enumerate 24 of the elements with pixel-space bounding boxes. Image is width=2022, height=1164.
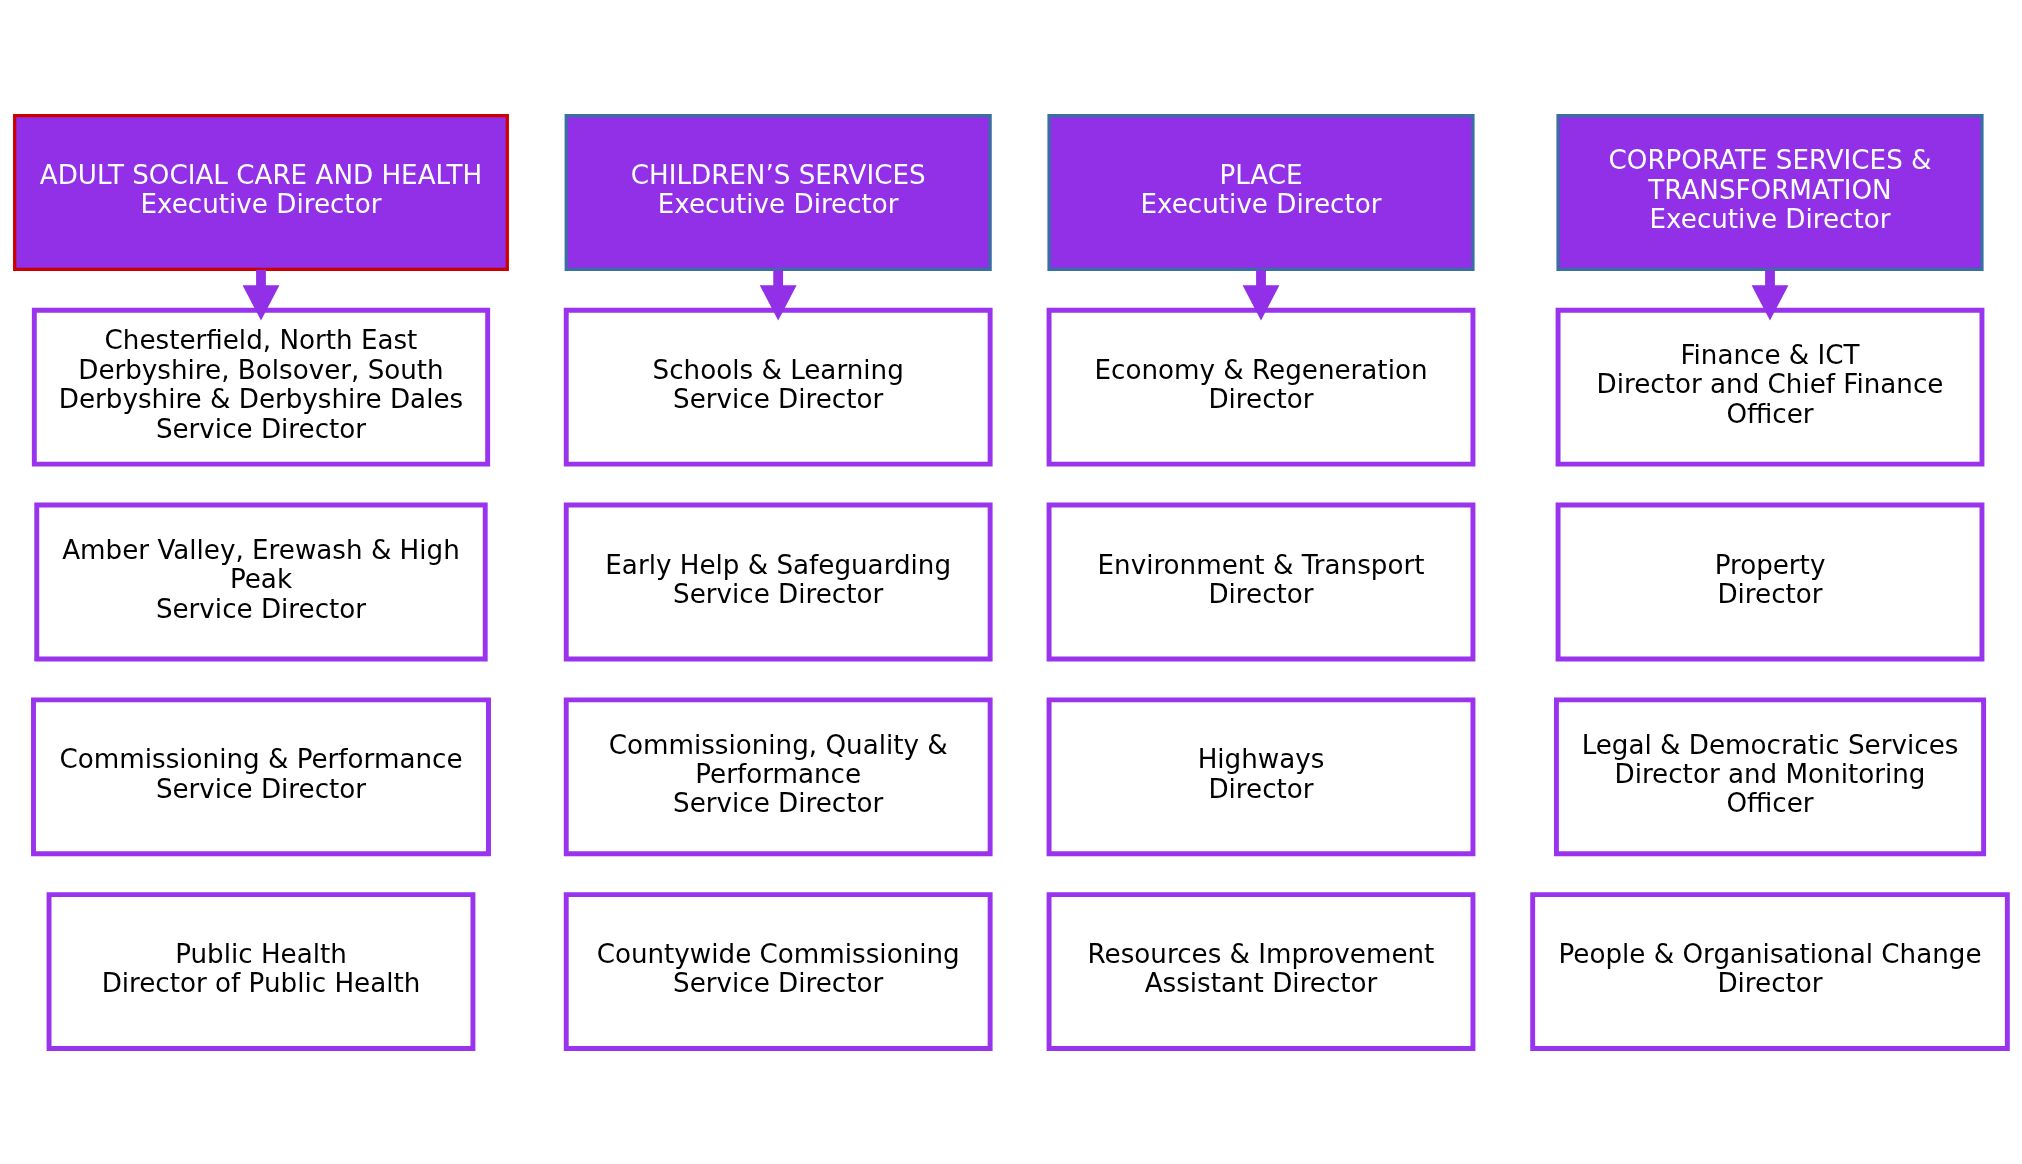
node-box: CORPORATE SERVICES & TRANSFORMATION Executive Director <box>1556 113 1984 272</box>
node-box: ADULT SOCIAL CARE AND HEALTH Executive Director <box>13 113 509 272</box>
node-box: Schools & Learning Service Director <box>563 307 993 467</box>
arrow <box>242 269 280 321</box>
arrow <box>1751 269 1789 321</box>
node-box: Finance & ICT Director and Chief Finance Officer <box>1555 307 1985 467</box>
node-box: Legal & Democratic Services Director and Monitoring Officer <box>1553 697 1987 857</box>
arrow <box>759 269 797 321</box>
node-box: Resources & Improvement Assistant Director <box>1046 892 1476 1051</box>
node-box: Commissioning, Quality & Performance Service Director <box>563 697 993 857</box>
node-box: Chesterfield, North East Derbyshire, Bolsover, South Derbyshire & Derbyshire Dales Service Director <box>31 307 491 467</box>
node-box: Economy & Regeneration Director <box>1046 307 1476 467</box>
arrow <box>1242 269 1280 321</box>
node-box: Early Help & Safeguarding Service Director <box>563 502 993 662</box>
node-box: Amber Valley, Erewash & High Peak Service Director <box>34 502 488 662</box>
node-box: Highways Director <box>1046 697 1476 857</box>
node-box: Commissioning & Performance Service Director <box>31 697 491 857</box>
node-box: People & Organisational Change Director <box>1530 892 2010 1051</box>
node-box: CHILDREN’S SERVICES Executive Director <box>564 113 992 272</box>
node-box: Public Health Director of Public Health <box>46 892 476 1051</box>
node-box: Environment & Transport Director <box>1046 502 1476 662</box>
node-box: PLACE Executive Director <box>1047 113 1475 272</box>
node-box: Property Director <box>1555 502 1985 662</box>
node-box: Countywide Commissioning Service Director <box>563 892 993 1051</box>
